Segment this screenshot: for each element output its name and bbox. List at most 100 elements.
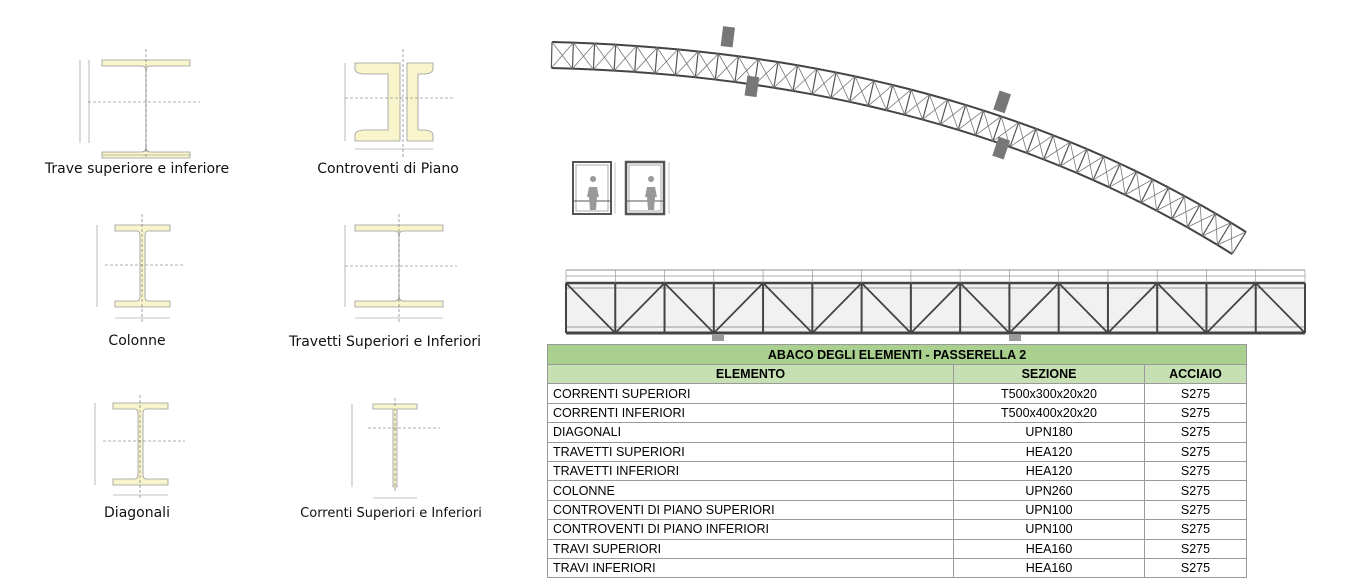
diagonal [860,282,912,334]
truss-transverse [613,44,617,71]
truss-chord [572,67,594,71]
truss-transverse [773,61,779,88]
truss-chord [975,134,994,142]
cell-elemento: CORRENTI INFERIORI [547,402,954,424]
truss-bracing [792,68,818,92]
truss-transverse [1140,179,1154,203]
truss-bracing [1009,128,1037,148]
truss-chord [1230,221,1247,233]
cell-acciaio: S275 [1144,422,1247,443]
truss-transverse [830,72,837,99]
truss-bracing [957,110,984,131]
diagonal [565,282,616,334]
diagonal [713,282,764,334]
cell-acciaio: S275 [1144,499,1247,521]
truss-bracing [1092,163,1121,181]
truss-chord [816,67,837,74]
truss-transverse [939,99,949,125]
truss-chord [1009,146,1028,155]
diagonal [811,282,863,334]
truss-chord [777,61,798,67]
truss-chord [758,58,779,64]
truss-chord [634,70,656,75]
truss-chord [983,109,1002,118]
cross-section-b [624,160,670,216]
truss-bracing [849,80,875,103]
support-pad [744,75,760,98]
truss-transverse [714,53,719,80]
truss-transverse [1076,148,1088,174]
cell-elemento: CORRENTI SUPERIORI [547,383,954,404]
truss-transverse [1124,171,1138,196]
truss-chord [904,113,923,121]
support-pad [992,136,1011,160]
truss-chord [1119,162,1137,173]
cell-elemento: CONTROVENTI DI PIANO INFERIORI [547,519,954,540]
section-label: Correnti Superiori e Inferiori [300,506,482,521]
diagonal [1058,282,1109,334]
cell-acciaio: S275 [1144,441,1247,462]
truss-transverse [1043,135,1054,160]
diagonal [1008,282,1060,334]
cell-elemento: TRAVI INFERIORI [547,557,954,579]
truss-transverse [1026,128,1037,154]
truss-transverse [654,47,658,74]
truss-chord [1000,115,1020,124]
col-header-sezione: SEZIONE [953,363,1145,385]
truss-bracing [1202,222,1232,237]
truss-bracing [1140,187,1169,203]
truss-chord [965,104,984,112]
truss-bracing [715,55,739,80]
truss-chord [1136,170,1154,181]
truss-transverse [1156,187,1170,211]
truss-transverse [992,116,1002,142]
truss-bracing [975,116,1002,136]
truss-transverse [811,68,818,95]
truss-transverse [1216,222,1232,246]
truss-transverse [734,56,740,83]
truss-chord [1186,226,1203,237]
diagonal [910,282,961,334]
section-correnti [351,398,440,499]
truss-transverse [792,65,799,91]
diagonal [762,282,813,334]
diagonal [614,282,666,334]
truss-chord [615,43,637,47]
col-header-elemento: ELEMENTO [547,363,954,385]
truss-chord [1086,148,1105,158]
truss-bracing [572,43,595,69]
diagonal [1205,282,1257,334]
cell-sezione: T500x400x20x20 [953,402,1145,424]
truss-transverse [1201,213,1217,237]
truss-chord [892,84,912,91]
truss-chord [792,89,813,96]
truss-chord [636,44,658,49]
elements-table: ABACO DEGLI ELEMENTI - PASSERELLA 2 ELEM… [547,344,1247,579]
truss-chord [867,104,887,112]
cell-elemento: CONTROVENTI DI PIANO SUPERIORI [547,499,954,521]
cell-acciaio: S275 [1144,383,1247,404]
truss-chord [715,78,736,84]
section-controventi-di-piano [344,49,453,157]
truss-bracing [1156,195,1185,211]
truss-chord [1199,203,1217,215]
truss-chord [947,98,966,106]
section-trave-superiore-inferiore [79,49,200,159]
truss-bracing [1125,179,1153,196]
truss-transverse [674,49,679,76]
cell-elemento: DIAGONALI [547,422,954,443]
cell-elemento: TRAVI SUPERIORI [547,538,954,559]
truss-chord [830,96,850,103]
truss-transverse [885,84,894,111]
truss-transverse [1171,195,1185,220]
truss-bracing [811,72,837,95]
cell-sezione: HEA160 [953,538,1145,559]
